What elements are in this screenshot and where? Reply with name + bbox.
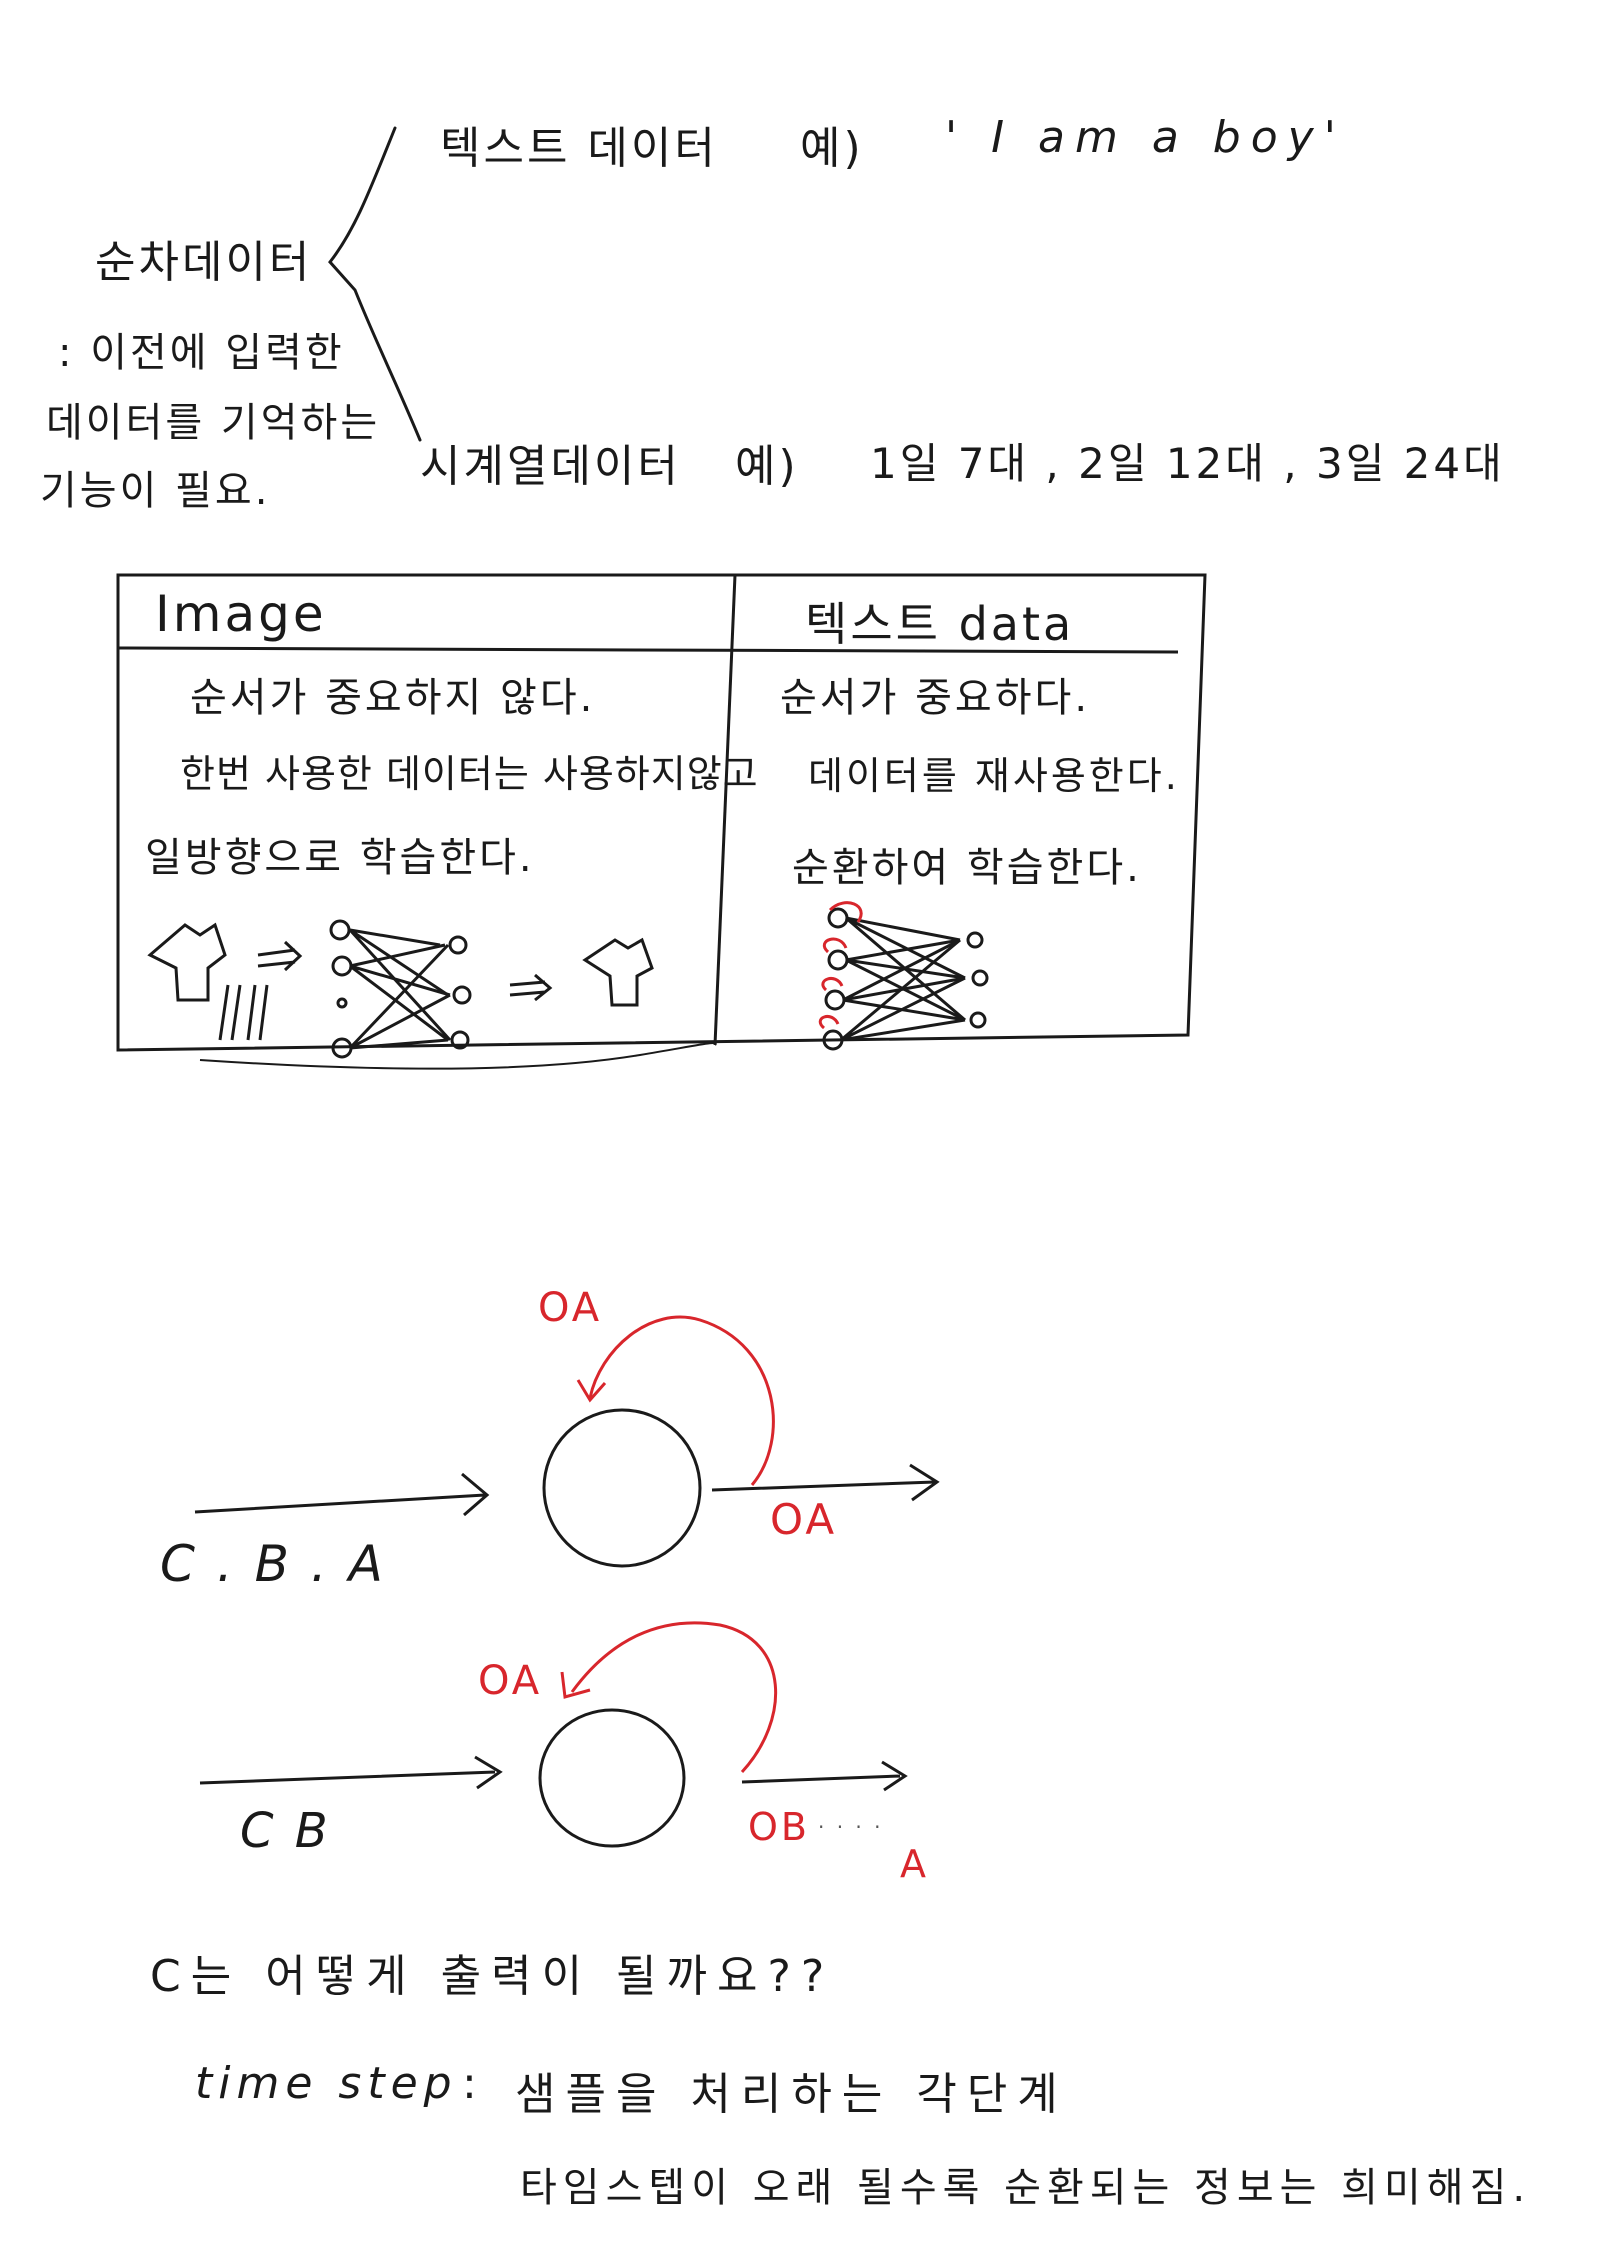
output-arrow-2	[741, 1760, 908, 1792]
table-header-image: Image	[155, 585, 327, 643]
diagram1-loop-label: OA	[538, 1285, 603, 1331]
table-text-line1: 순서가 중요하다.	[780, 675, 1091, 721]
topic-sequential-data: 순차데이터	[95, 237, 313, 288]
forward-arrow-icon	[509, 973, 553, 1002]
table-text-line3: 순환하여 학습한다.	[792, 845, 1142, 891]
table-header-text-data: 텍스트 data	[805, 597, 1075, 651]
diagram2-output-label: OB	[748, 1805, 810, 1849]
diagram1-input-sequence: C . B . A	[160, 1535, 386, 1593]
shirt-output-icon	[582, 937, 654, 1007]
diagram2-output-extra: A	[900, 1842, 929, 1886]
branch-timeseries-example-prefix: 예)	[735, 441, 799, 492]
table-image-line3: 일방향으로 학습한다.	[145, 835, 535, 881]
branch-text-data-label: 텍스트 데이터	[440, 123, 718, 174]
diagram2-output-dots: · · · ·	[818, 1815, 884, 1839]
input-arrow-2	[199, 1755, 503, 1790]
table-image-line2: 한번 사용한 데이터는 사용하지않고	[180, 752, 759, 796]
topic-desc-line1: : 이전에 입력한	[58, 330, 345, 376]
branch-timeseries-example: 1일 7대 , 2일 12대 , 3일 24대	[870, 439, 1505, 488]
input-arrow-1	[194, 1472, 490, 1517]
timestep-note: 타임스텝이 오래 될수록 순환되는 정보는 희미해짐.	[520, 2165, 1532, 2211]
output-arrow-1	[711, 1463, 940, 1502]
question-text: C는 어떻게 출력이 될까요??	[150, 1951, 835, 2002]
topic-desc-line3: 기능이 필요.	[40, 468, 271, 514]
diagram2-input-sequence: C B	[240, 1803, 331, 1859]
timestep-term: time step	[195, 2058, 458, 2109]
feedforward-network-icon	[329, 919, 472, 1059]
timestep-definition: 샘플을 처리하는 각단계	[515, 2069, 1068, 2120]
table-text-line2: 데이터를 재사용한다.	[808, 754, 1180, 798]
diagram2-loop-label: OA	[478, 1658, 543, 1704]
timestep-separator: :	[462, 2058, 480, 2109]
diagram1-output-label: OA	[770, 1495, 838, 1544]
table-image-line1: 순서가 중요하지 않다.	[190, 675, 596, 721]
pants-icon	[218, 984, 269, 1041]
shirt-icon	[147, 922, 227, 1002]
branch-text-data-example: ' I am a boy'	[945, 112, 1346, 163]
rnn-cell-2	[538, 1708, 686, 1848]
branch-timeseries-label: 시계열데이터	[420, 441, 681, 492]
recurrent-network-icon	[822, 907, 989, 1051]
loop-arrow-1	[576, 1315, 775, 1486]
rnn-cell-1	[542, 1408, 702, 1568]
loop-arrow-2	[560, 1621, 778, 1774]
topic-desc-line2: 데이터를 기억하는	[46, 400, 381, 446]
recurrent-loop-icon	[818, 901, 863, 1030]
forward-arrow-icon	[257, 940, 303, 972]
branch-text-data-example-prefix: 예)	[800, 123, 864, 174]
